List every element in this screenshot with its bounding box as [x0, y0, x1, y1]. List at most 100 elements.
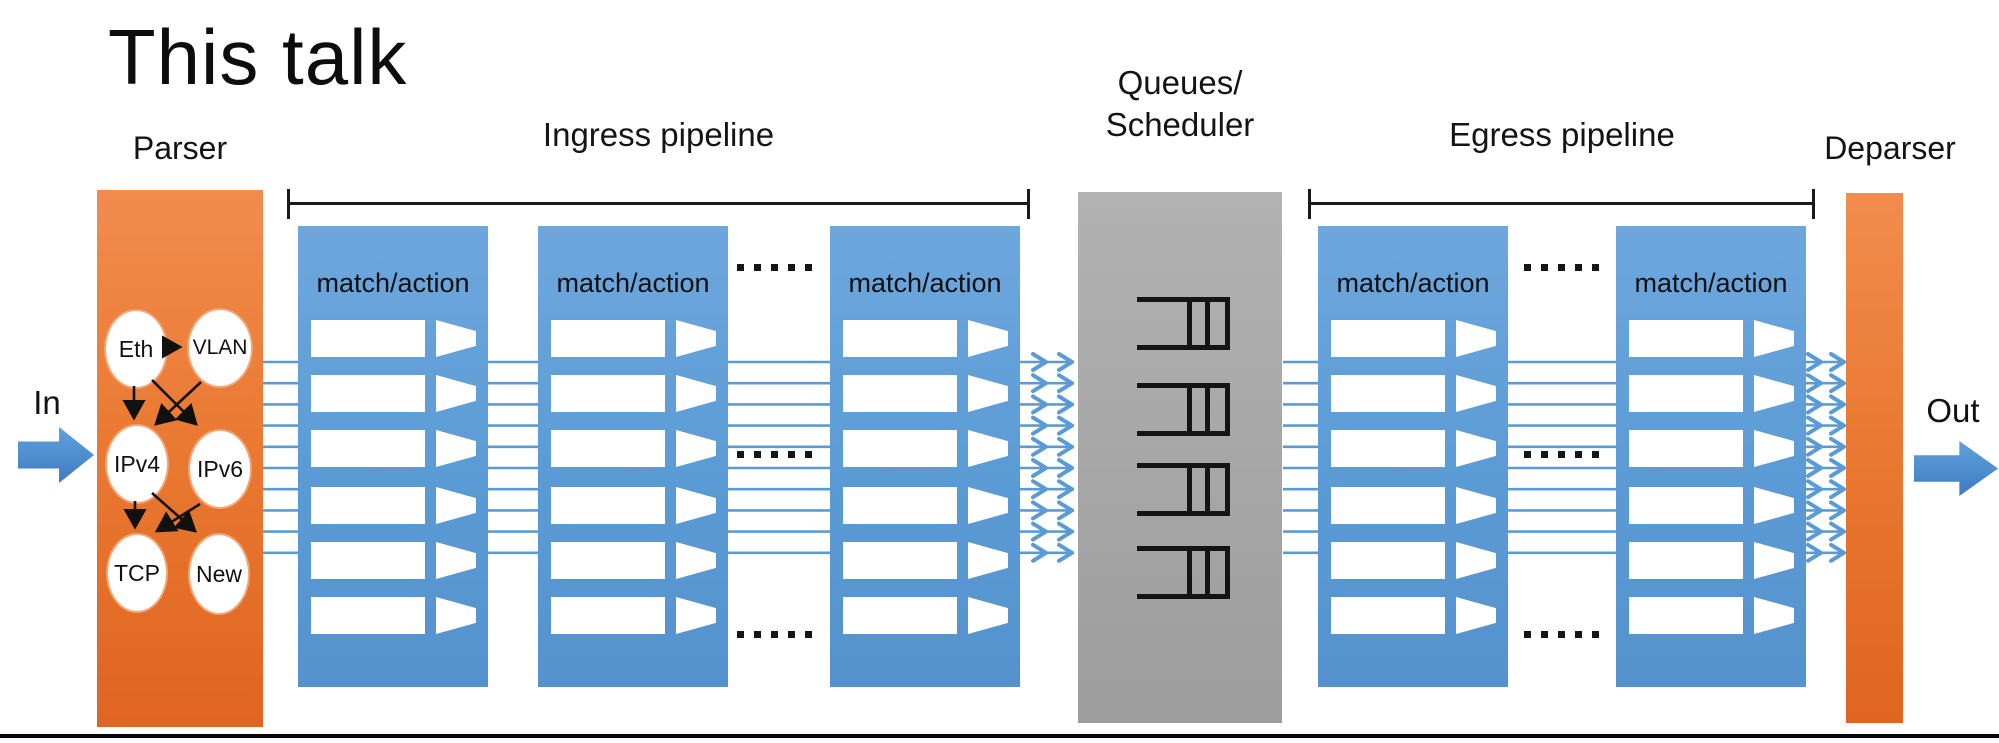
flow-arrowhead-icon — [1057, 479, 1074, 500]
ingress-stage-3-label: match/action — [848, 268, 1002, 298]
flow-arrowhead-icon — [1031, 500, 1048, 521]
parser-node-ipv4-label: IPv4 — [113, 450, 161, 477]
action-unit-icon — [1456, 375, 1496, 412]
parser-node-eth-label: Eth — [118, 335, 154, 362]
queue-cell-divider — [1205, 468, 1210, 511]
flow-arrowhead-icon — [1806, 458, 1823, 478]
action-unit-icon — [676, 597, 716, 634]
match-table-bar — [1331, 487, 1445, 524]
match-table-bar — [311, 487, 425, 524]
parser-node-tcp-label: TCP — [114, 559, 160, 586]
action-unit-icon — [676, 375, 716, 412]
ellipsis-dot — [1524, 451, 1531, 458]
ingress-stage-2: match/action — [538, 226, 728, 687]
queue-cell-divider — [1187, 302, 1192, 345]
ingress-stage-1: match/action — [298, 226, 488, 687]
action-unit-icon — [1754, 542, 1794, 579]
flow-arrowhead-icon — [1829, 373, 1846, 394]
ellipsis-dot — [805, 264, 812, 271]
ingress-bracket — [287, 202, 1030, 205]
flow-arrowhead-icon — [1806, 373, 1823, 394]
match-table-bar — [551, 597, 665, 634]
flow-arrowhead-icon — [1057, 542, 1074, 563]
ellipsis-dot — [788, 451, 795, 458]
ellipsis-dot — [771, 451, 778, 458]
flow-arrowhead-icon — [1829, 415, 1846, 436]
action-unit-icon — [1754, 597, 1794, 634]
flow-arrowhead-icon — [1031, 436, 1048, 457]
ellipsis-dot — [1524, 631, 1531, 638]
flow-arrowhead-icon — [1829, 352, 1846, 372]
action-unit-icon — [436, 320, 476, 357]
queue-cell-divider — [1205, 302, 1210, 345]
ellipsis-dot — [771, 631, 778, 638]
egress-stage-2-label: match/action — [1634, 268, 1788, 298]
queue-icon — [1137, 463, 1230, 516]
egress-stage-1: match/action — [1318, 226, 1508, 687]
parser-node-vlan-label: VLAN — [192, 336, 248, 359]
action-unit-icon — [968, 320, 1008, 357]
flow-arrowhead-icon — [1057, 394, 1074, 415]
ellipsis-dot — [1575, 451, 1582, 458]
match-table-bar — [1331, 320, 1445, 357]
match-table-bar — [311, 597, 425, 634]
flow-arrowhead-icon — [1829, 479, 1846, 500]
action-unit-icon — [436, 542, 476, 579]
flow-arrowhead-icon — [1829, 500, 1846, 521]
flow-arrowhead-icon — [1806, 352, 1823, 372]
action-unit-icon — [968, 487, 1008, 524]
ellipsis-dot — [1592, 264, 1599, 271]
action-unit-icon — [436, 375, 476, 412]
ellipsis-dot — [754, 451, 761, 458]
flow-arrowhead-icon — [1057, 415, 1074, 436]
match-table-bar — [1629, 320, 1743, 357]
match-table-bar — [843, 487, 957, 524]
queues-scheduler-box — [1078, 192, 1282, 723]
ingress-bracket-left-tick — [287, 189, 290, 219]
action-unit-icon — [436, 430, 476, 467]
parser-node-new-label: New — [195, 560, 242, 587]
action-unit-icon — [676, 487, 716, 524]
match-table-bar — [1331, 542, 1445, 579]
flow-arrowhead-icon — [1057, 521, 1074, 542]
ellipsis-dots-egress-middle — [1524, 451, 1599, 458]
parser-edges-layer — [122, 335, 202, 533]
match-table-bar — [843, 375, 957, 412]
parser-label: Parser — [132, 130, 228, 166]
egress-stage-1-label: match/action — [1336, 268, 1490, 298]
flow-arrowhead-icon — [1806, 415, 1823, 436]
flow-arrowhead-icon — [1031, 394, 1048, 415]
parser-node-ipv6-label: IPv6 — [196, 455, 244, 482]
in-label: In — [33, 384, 61, 421]
flow-arrowhead-icon — [1057, 352, 1074, 372]
match-table-bar — [311, 375, 425, 412]
match-table-bar — [551, 375, 665, 412]
ellipsis-dot — [1524, 264, 1531, 271]
queue-cell-divider — [1187, 551, 1192, 594]
match-table-bar — [1331, 430, 1445, 467]
ellipsis-dots-egress-bottom — [1524, 631, 1599, 638]
match-table-bar — [551, 430, 665, 467]
flow-arrowhead-icon — [1829, 436, 1846, 457]
flow-arrowhead-icon — [1806, 500, 1823, 521]
queues-scheduler-label: Queues/ Scheduler — [1048, 62, 1312, 146]
queues-label-line2: Scheduler — [1105, 106, 1255, 143]
action-unit-icon — [676, 542, 716, 579]
flow-arrowhead-icon — [1031, 415, 1048, 436]
ellipsis-dots-ingress-bottom — [737, 631, 812, 638]
match-table-bar — [1331, 375, 1445, 412]
ellipsis-dot — [788, 631, 795, 638]
action-unit-icon — [1754, 375, 1794, 412]
egress-bracket — [1308, 202, 1815, 205]
ellipsis-dot — [737, 264, 744, 271]
flow-arrowhead-icon — [1057, 436, 1074, 457]
ellipsis-dot — [1558, 631, 1565, 638]
queue-cell-divider — [1205, 388, 1210, 431]
ingress-stage-3: match/action — [830, 226, 1020, 687]
flow-arrowhead-icon — [1057, 500, 1074, 521]
flow-arrowhead-icon — [1806, 479, 1823, 500]
flow-arrowhead-icon — [1829, 394, 1846, 415]
slide-bottom-rule — [0, 734, 1999, 738]
slide-title: This talk — [108, 13, 408, 101]
